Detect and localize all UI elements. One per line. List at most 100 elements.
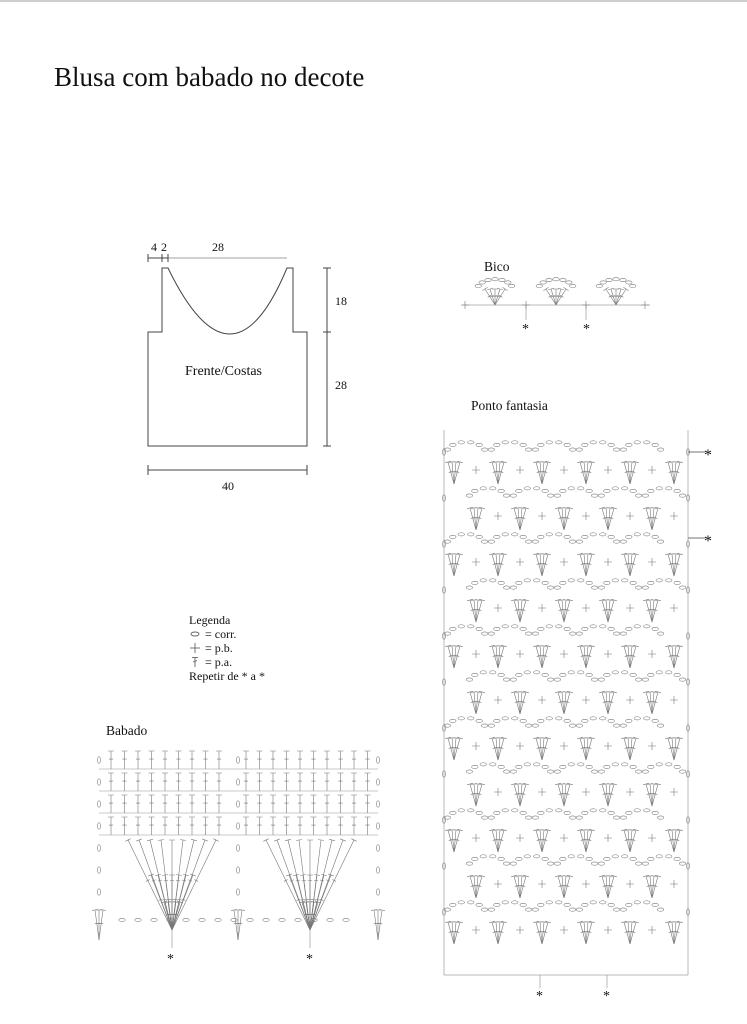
chain-stitch [442, 908, 446, 916]
chain-stitch [613, 447, 621, 452]
double-crochet-stitch [202, 772, 209, 791]
double-crochet-stitch [511, 874, 521, 899]
chain-stitch [563, 811, 571, 815]
chain-stitch [481, 447, 489, 452]
single-crochet-stitch [626, 788, 634, 796]
chain-stitch [567, 670, 575, 675]
legend: Legenda = corr. = p.b. = p.a. Repetir de… [189, 613, 265, 683]
double-crochet-stitch [533, 920, 543, 945]
double-crochet-stitch [650, 507, 658, 531]
chain-stitch [553, 585, 561, 590]
chain-stitch [585, 673, 593, 677]
chain-stitch [442, 494, 446, 502]
chain-stitch [605, 278, 613, 282]
chain-stitch [603, 581, 611, 585]
double-crochet-stitch [673, 828, 683, 853]
single-crochet-stitch [648, 742, 656, 750]
babado-label: Babado [106, 723, 147, 738]
chain-stitch [531, 631, 539, 636]
single-crochet-stitch [626, 512, 634, 520]
double-crochet-stitch [216, 750, 222, 769]
chain-stitch [611, 854, 619, 859]
chain-stitch [625, 903, 633, 907]
double-crochet-stitch [628, 461, 636, 485]
double-crochet-stitch [364, 816, 371, 835]
double-crochet-stitch [474, 691, 482, 715]
chain-stitch [236, 844, 240, 852]
chain-stitch [519, 443, 527, 447]
chain-stitch [657, 631, 665, 636]
chain-stitch [479, 762, 487, 767]
fantasia-side-marker: * [704, 533, 712, 550]
chain-stitch [625, 627, 633, 631]
legend-item: = corr. [189, 627, 265, 641]
chain-stitch [519, 719, 527, 723]
double-crochet-stitch [263, 838, 311, 931]
chain-stitch [575, 723, 583, 728]
double-crochet-stitch [599, 782, 609, 807]
double-crochet-stitch [492, 288, 498, 305]
chain-stitch [619, 815, 627, 820]
babado-marker: * [306, 952, 313, 967]
chain-stitch [481, 723, 489, 728]
chain-stitch [481, 539, 489, 544]
chain-stitch [503, 677, 511, 682]
chain-stitch [537, 535, 545, 539]
chain-stitch [541, 857, 549, 861]
double-crochet-stitch [452, 921, 460, 945]
chain-stitch [625, 280, 633, 285]
chain-stitch [575, 907, 583, 912]
chain-stitch [641, 677, 649, 682]
double-crochet-stitch [540, 829, 548, 853]
double-crochet-stitch [533, 736, 543, 761]
chain-stitch [376, 756, 380, 764]
chain-stitch [479, 670, 487, 675]
chain-stitch [647, 673, 655, 677]
double-crochet-stitch [171, 838, 219, 931]
chain-stitch [457, 808, 465, 813]
double-crochet-stitch [519, 506, 529, 531]
babado-marker: * [167, 952, 174, 967]
double-crochet-stitch [496, 829, 504, 853]
double-crochet-stitch [615, 287, 629, 306]
chain-stitch [635, 861, 643, 866]
double-crochet-stitch [606, 507, 614, 531]
chain-stitch [686, 724, 690, 732]
double-crochet-stitch [555, 287, 564, 306]
double-crochet-stitch [541, 828, 551, 853]
chain-stitch [585, 489, 593, 493]
chain-stitch [134, 918, 142, 922]
double-crochet-stitch [445, 460, 455, 485]
double-crochet-stitch [299, 900, 311, 931]
chain-stitch [621, 578, 629, 583]
double-crochet-stitch [541, 644, 551, 669]
chain-stitch [585, 581, 593, 585]
chain-stitch [555, 808, 563, 813]
double-crochet-stitch [540, 737, 548, 761]
chain-stitch [501, 624, 509, 629]
chain-stitch [597, 677, 605, 682]
double-crochet-stitch [452, 737, 460, 761]
chain-stitch [474, 284, 482, 288]
chain-stitch [643, 900, 651, 905]
chain-stitch [236, 888, 240, 896]
chain-stitch [686, 862, 690, 870]
single-crochet-stitch [494, 604, 502, 612]
single-crochet-stitch [582, 696, 590, 704]
chain-stitch [607, 535, 615, 539]
dim-top-2: 2 [161, 240, 167, 254]
chain-stitch [591, 769, 599, 774]
chain-stitch [629, 765, 637, 769]
chain-stitch [581, 443, 589, 447]
chain-stitch [607, 903, 615, 907]
chain-stitch [541, 765, 549, 769]
single-crochet-stitch [582, 880, 590, 888]
double-crochet-stitch [672, 829, 680, 853]
chain-stitch [603, 673, 611, 677]
chain-stitch [511, 716, 519, 721]
double-crochet-stitch [672, 921, 680, 945]
double-crochet-stitch [643, 598, 653, 623]
double-crochet-stitch [243, 772, 249, 791]
double-crochet-stitch [665, 828, 675, 853]
single-crochet-stitch [461, 301, 469, 309]
